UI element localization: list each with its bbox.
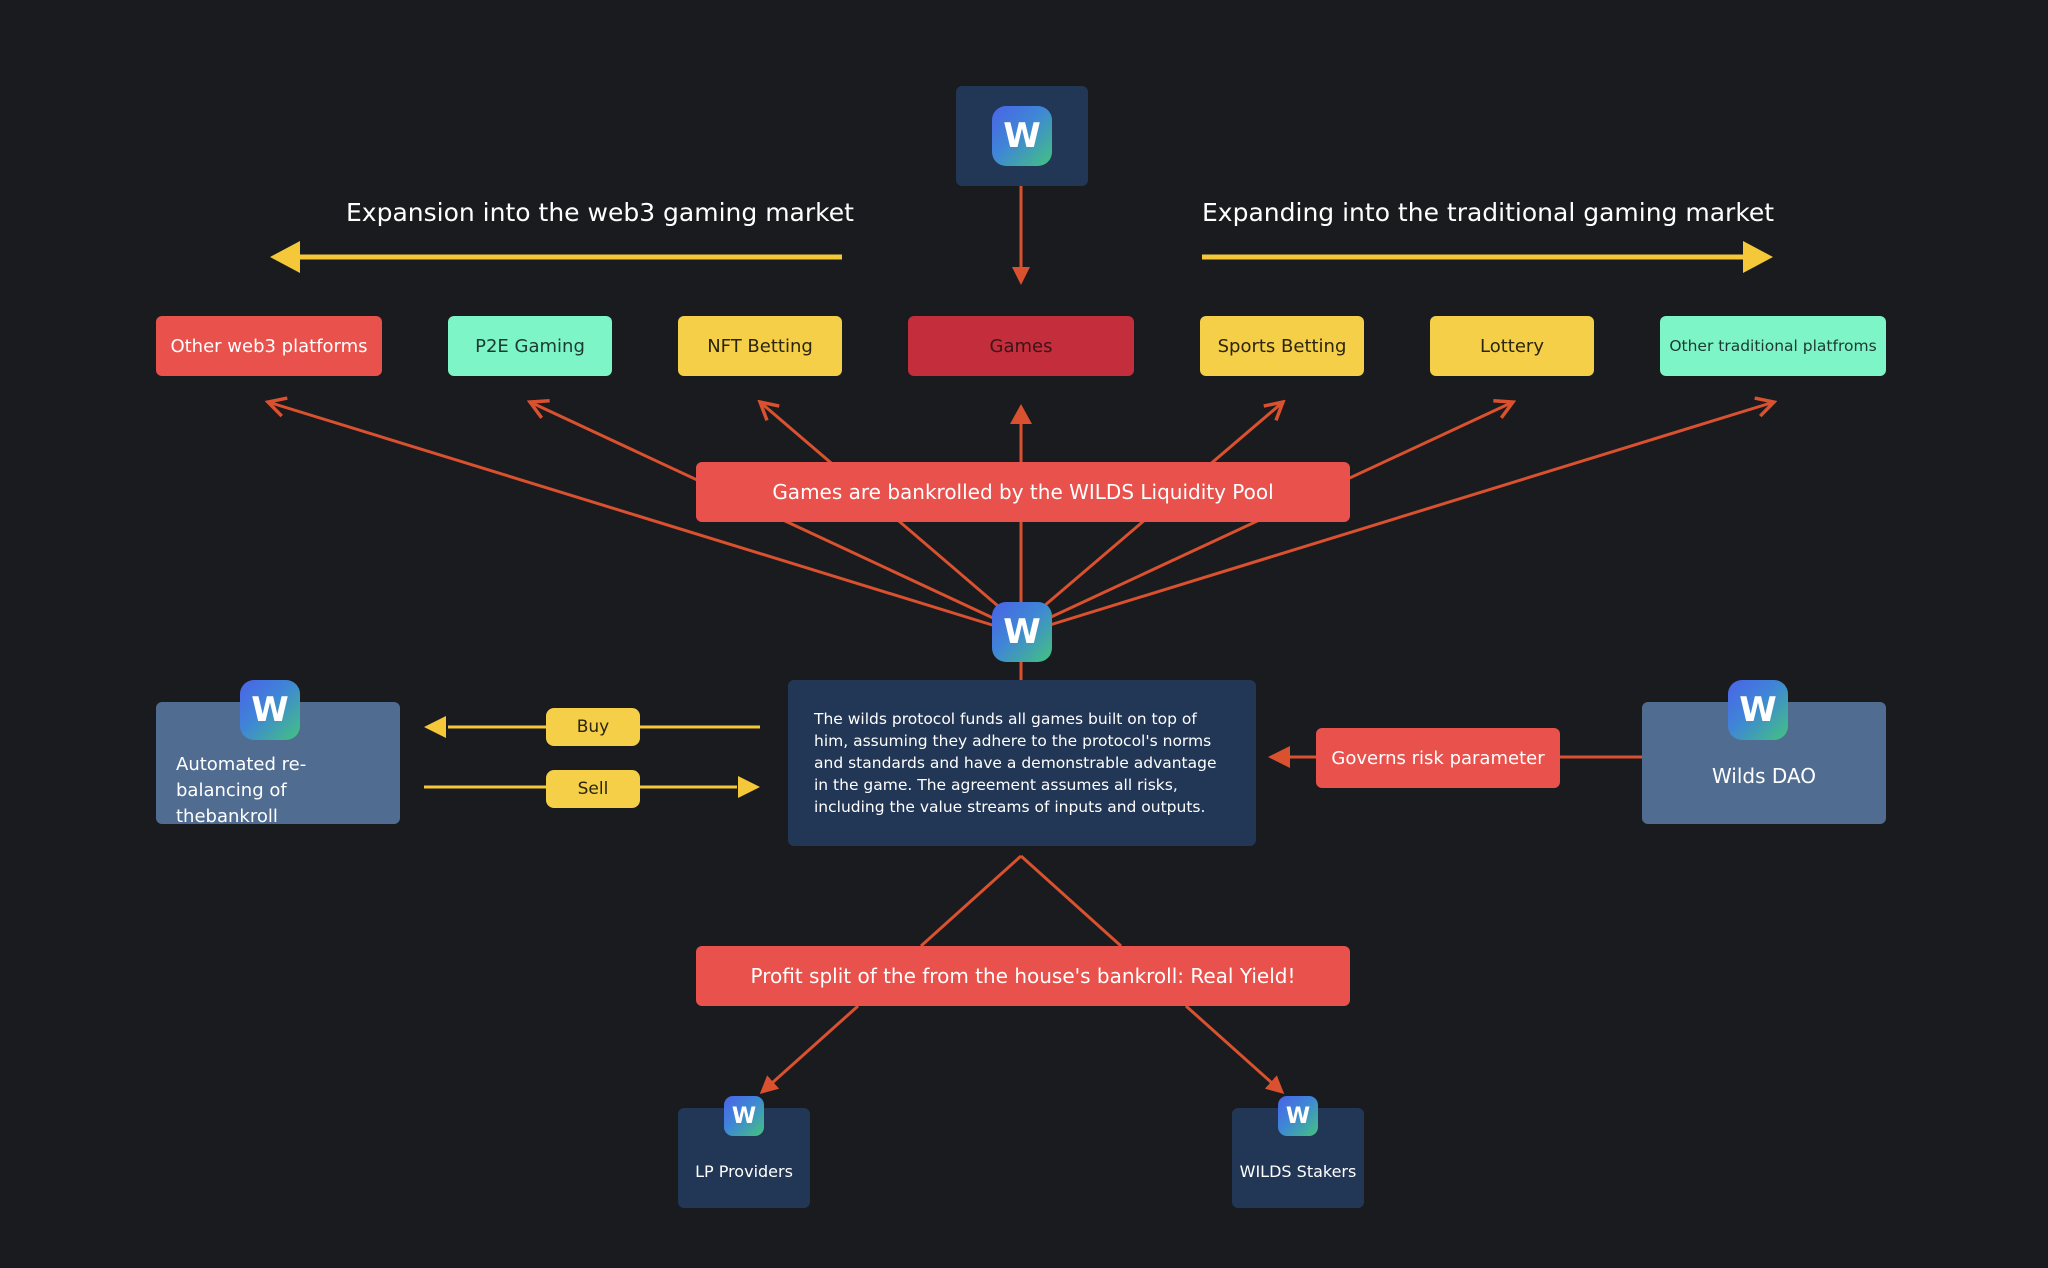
category-p2e-gaming[interactable]: P2E Gaming xyxy=(448,316,612,376)
rebalancing-panel: Automated re-balancing of thebankroll xyxy=(156,702,400,827)
arrow-buy-head xyxy=(424,716,446,738)
sell-label: Sell xyxy=(577,779,609,799)
category-nft-betting[interactable]: NFT Betting xyxy=(678,316,842,376)
wilds-stakers-panel: WILDS Stakers xyxy=(1232,1108,1364,1208)
category-sports-betting[interactable]: Sports Betting xyxy=(1200,316,1364,376)
arrow-governs-head xyxy=(1268,746,1290,768)
wilds-logo-glyph: W xyxy=(251,690,289,730)
sell-button[interactable]: Sell xyxy=(546,770,640,808)
category-label: Games xyxy=(989,335,1053,357)
wilds-logo-icon: W xyxy=(992,602,1052,662)
wilds-logo-icon: W xyxy=(724,1096,764,1136)
heading-traditional-expansion: Expanding into the traditional gaming ma… xyxy=(1202,198,1775,227)
lp-label: LP Providers xyxy=(695,1162,793,1181)
governs-risk-parameter-box: Governs risk parameter xyxy=(1316,728,1560,788)
arrow-sell-head xyxy=(738,776,760,798)
top-logo-panel: W xyxy=(956,86,1088,186)
fan-arrow-games-head xyxy=(1010,404,1032,424)
category-label: P2E Gaming xyxy=(475,335,585,357)
category-label: NFT Betting xyxy=(707,335,813,357)
profit-split-banner: Profit split of the from the house's ban… xyxy=(696,946,1350,1006)
liquidity-pool-banner: Games are bankrolled by the WILDS Liquid… xyxy=(696,462,1350,522)
dao-label: Wilds DAO xyxy=(1711,764,1817,788)
fan-arrow-other-traditional xyxy=(1039,402,1774,630)
arrow-web3-expansion-head xyxy=(270,241,300,273)
wilds-logo-icon: W xyxy=(240,680,300,740)
category-games[interactable]: Games xyxy=(908,316,1134,376)
fan-arrow-other-web3 xyxy=(268,402,1003,630)
connector-description-to-profit-left xyxy=(919,854,1023,948)
wilds-logo-glyph: W xyxy=(1739,690,1777,730)
wilds-logo-icon: W xyxy=(1728,680,1788,740)
category-other-traditional-platforms[interactable]: Other traditional platfroms xyxy=(1660,316,1886,376)
stakers-label: WILDS Stakers xyxy=(1239,1162,1357,1181)
wilds-logo-icon: W xyxy=(992,106,1052,166)
rebalancing-label: Automated re-balancing of thebankroll xyxy=(176,754,307,827)
arrow-profit-to-stakers xyxy=(1184,1004,1285,1095)
category-label: Sports Betting xyxy=(1217,335,1347,357)
liquidity-pool-label: Games are bankrolled by the WILDS Liquid… xyxy=(772,480,1274,504)
wilds-logo-glyph: W xyxy=(1003,116,1041,156)
arrow-traditional-expansion-head xyxy=(1743,241,1773,273)
profit-split-label: Profit split of the from the house's ban… xyxy=(750,964,1296,988)
governs-label: Governs risk parameter xyxy=(1331,747,1545,769)
protocol-description-panel: The wilds protocol funds all games built… xyxy=(788,680,1256,846)
buy-button[interactable]: Buy xyxy=(546,708,640,746)
arrow-profit-to-lp xyxy=(759,1004,860,1095)
category-other-web3-platforms[interactable]: Other web3 platforms xyxy=(156,316,382,376)
wilds-logo-icon: W xyxy=(1278,1096,1318,1136)
buy-label: Buy xyxy=(576,717,610,737)
protocol-description: The wilds protocol funds all games built… xyxy=(814,710,1217,816)
connector-description-to-profit-right xyxy=(1019,854,1123,948)
wilds-logo-glyph: W xyxy=(1003,612,1041,652)
wilds-logo-glyph: W xyxy=(1285,1103,1311,1129)
wilds-logo-glyph: W xyxy=(731,1103,757,1129)
category-label: Other traditional platfroms xyxy=(1669,337,1877,355)
category-label: Lottery xyxy=(1480,335,1544,357)
category-lottery[interactable]: Lottery xyxy=(1430,316,1594,376)
category-label: Other web3 platforms xyxy=(170,335,368,357)
heading-web3-expansion: Expansion into the web3 gaming market xyxy=(346,198,854,227)
